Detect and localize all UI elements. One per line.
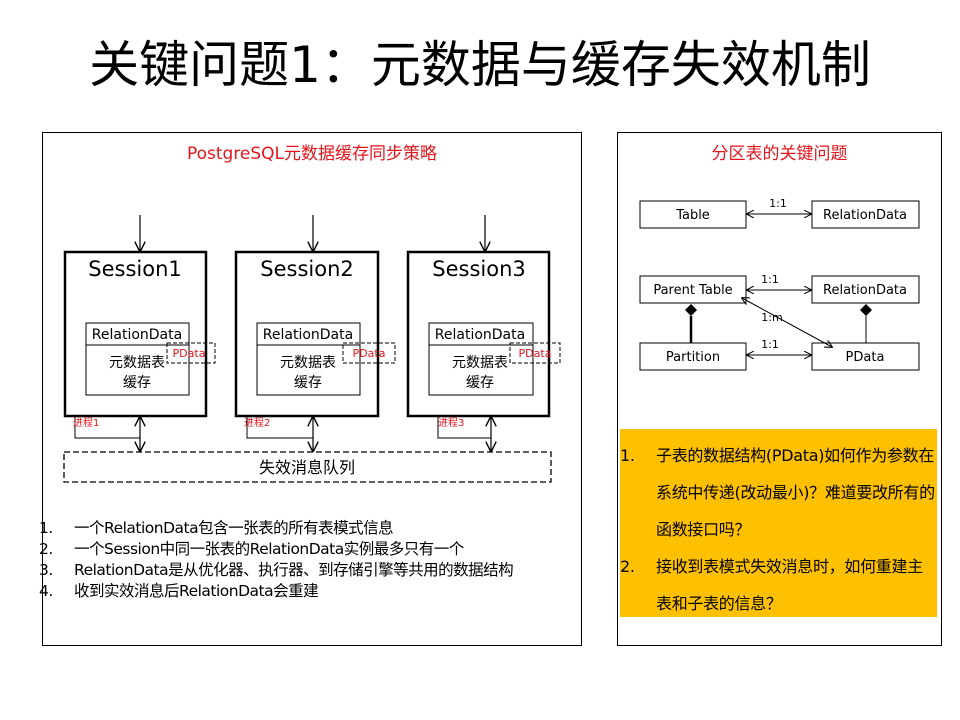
session-2-pdata: PData [353,347,386,360]
invalidation-queue-label: 失效消息队列 [259,458,355,477]
relationdata-box-1-label: RelationData [823,208,907,223]
session-2-cache-line1: 元数据表 [280,355,336,371]
parent-table-box-label: Parent Table [653,283,732,298]
partition-issues-panel-title: 分区表的关键问题 [711,144,848,164]
ratio-3-label: 1:1 [761,338,779,351]
note-number: 1. [39,519,53,537]
session-1-relationdata: RelationData [92,327,182,343]
cache-sync-panel-title: PostgreSQL元数据缓存同步策略 [186,144,438,164]
note-item: 2. 一个Session中同一张表的RelationData实例最多只有一个 [39,539,584,560]
note-number: 4. [39,582,53,600]
session-3-cache-line2: 缓存 [466,375,494,391]
note-text: 收到实效消息后RelationData会重建 [74,582,319,600]
issue-item: 1. 子表的数据结构(PData)如何作为参数在系统中传递(改动最小)？难道要改所… [620,437,937,548]
issue-number: 1. [620,446,635,465]
ratio-1-label: 1:1 [769,197,787,210]
session-3-process: 进程3 [438,417,464,429]
note-number: 2. [39,540,53,558]
invalidation-queue: 失效消息队列 [63,451,552,483]
table-box-label: Table [675,208,710,223]
ratio-m-label: 1:m [761,311,782,324]
partition-box-label: Partition [666,350,720,365]
note-item: 4. 收到实效消息后RelationData会重建 [39,581,584,602]
partition-issues-panel: 分区表的关键问题 Table RelationData 1:1 Parent T… [617,132,942,646]
notes-list: 1. 一个RelationData包含一张表的所有表模式信息 2. 一个Sessio… [39,518,584,602]
session-3-name: Session3 [432,257,526,281]
ratio-2-label: 1:1 [761,273,779,286]
relationdata-box-2-label: RelationData [823,283,907,298]
cache-sync-diagram: Session1 RelationData PData 元数据表 缓存 进程1 … [63,215,561,483]
session-3-cache-line1: 元数据表 [452,355,508,371]
page-title: 关键问题1：元数据与缓存失效机制 [89,36,871,94]
key-issues-box: 1. 子表的数据结构(PData)如何作为参数在系统中传递(改动最小)？难道要改所… [620,429,937,617]
session-1: Session1 RelationData PData 元数据表 缓存 进程1 [63,215,216,451]
session-1-pdata: PData [173,347,206,360]
key-issues-list: 1. 子表的数据结构(PData)如何作为参数在系统中传递(改动最小)？难道要改所… [620,429,937,622]
note-text: RelationData是从优化器、执行器、到存储引擎等共用的数据结构 [74,561,514,579]
cache-sync-panel: PostgreSQL元数据缓存同步策略 Session1 RelationDat… [39,132,584,646]
note-item: 3. RelationData是从优化器、执行器、到存储引擎等共用的数据结构 [39,560,584,581]
session-1-name: Session1 [88,257,182,281]
session-2-name: Session2 [260,257,354,281]
session-1-cache-line1: 元数据表 [109,355,165,371]
partition-relation-diagram: Table RelationData 1:1 Parent Table Rela… [639,197,920,371]
note-number: 3. [39,561,53,579]
session-1-process: 进程1 [73,417,99,429]
issue-item: 2. 接收到表模式失效消息时，如何重建主表和子表的信息？ [620,548,937,622]
note-text: 一个Session中同一张表的RelationData实例最多只有一个 [74,540,464,558]
session-2-relationdata: RelationData [263,327,353,343]
note-text: 一个RelationData包含一张表的所有表模式信息 [74,519,394,537]
pdata-box-label: PData [846,350,885,365]
issue-text: 接收到表模式失效消息时，如何重建主表和子表的信息？ [656,557,923,613]
session-3-pdata: PData [519,347,552,360]
issue-number: 2. [620,557,635,576]
session-3-relationdata: RelationData [435,327,525,343]
note-item: 1. 一个RelationData包含一张表的所有表模式信息 [39,518,584,539]
session-3: Session3 RelationData PData 元数据表 缓存 进程3 [406,215,561,451]
session-2-cache-line2: 缓存 [294,375,322,391]
session-2-process: 进程2 [244,417,270,429]
issue-text: 子表的数据结构(PData)如何作为参数在系统中传递(改动最小)？难道要改所有的… [656,446,935,539]
session-2: Session2 RelationData PData 元数据表 缓存 进程2 [234,215,396,451]
session-1-cache-line2: 缓存 [123,375,151,391]
